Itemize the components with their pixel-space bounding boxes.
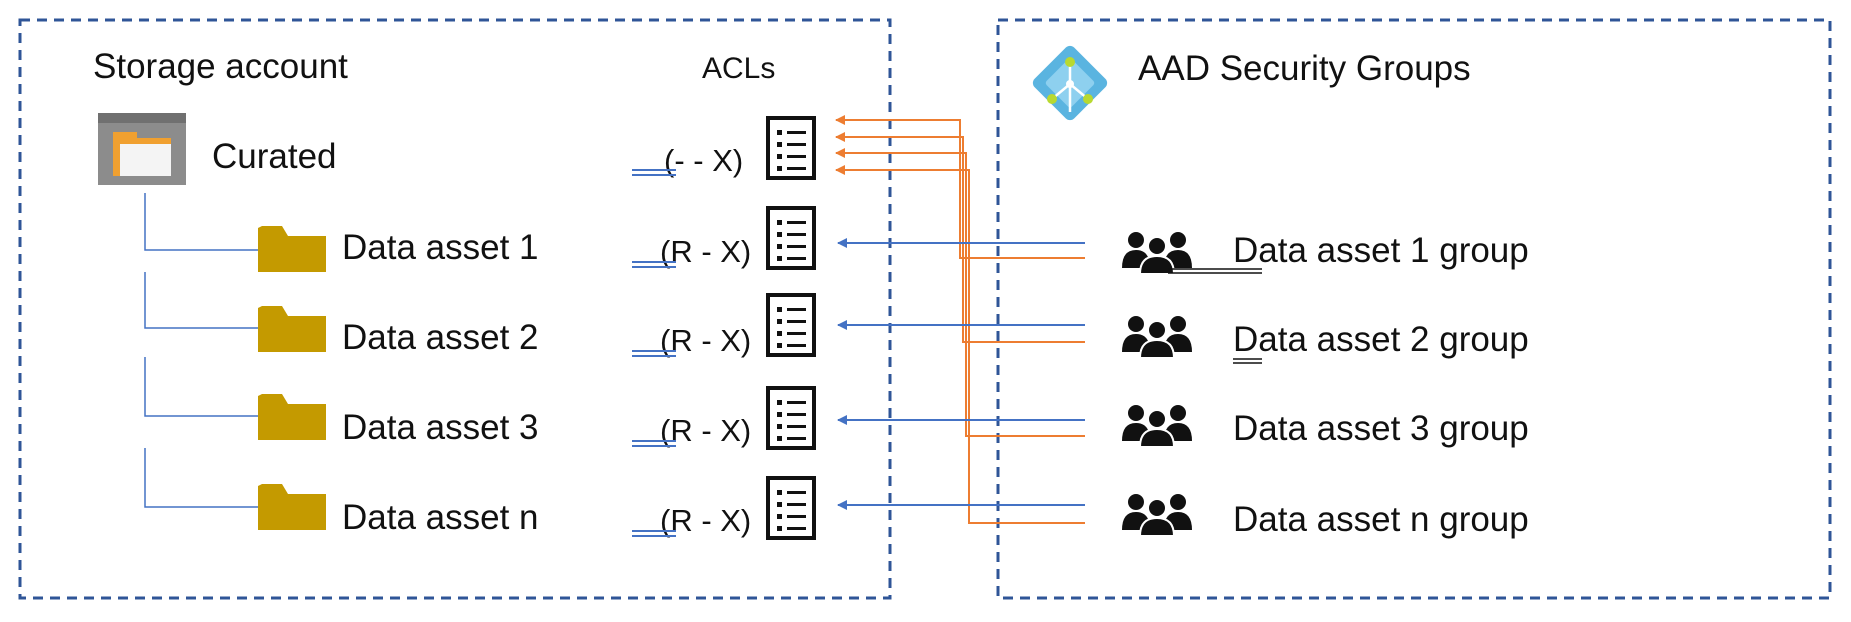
curated-folder-icon [98, 113, 186, 185]
data-asset-label: Data asset 3 [342, 408, 539, 447]
group-label: Data asset 3 group [1233, 409, 1529, 448]
acl-list-icon [766, 386, 816, 450]
curated-acl-list-icon [766, 116, 816, 180]
orange-connectors [835, 115, 1085, 524]
group-label: Data asset n group [1233, 500, 1529, 539]
curated-acl-text: (- - X) [664, 143, 743, 178]
data-asset-row: Data asset n (R - X) [258, 476, 816, 540]
aad-panel [996, 18, 1832, 600]
group-row: Data asset 3 group [1122, 405, 1529, 448]
aad-diamond-icon [1032, 45, 1108, 121]
tree-connectors [144, 193, 258, 508]
folder-icon [258, 306, 326, 352]
data-asset-acl-text: (R - X) [660, 503, 751, 538]
data-asset-row: Data asset 2 (R - X) [258, 293, 816, 358]
people-group-icon [1122, 232, 1192, 275]
group-row: Data asset 2 group [1122, 316, 1529, 359]
acls-header: ACLs [702, 52, 775, 85]
data-asset-acl-text: (R - X) [660, 413, 751, 448]
data-asset-label: Data asset 1 [342, 228, 539, 267]
folder-icon [258, 226, 326, 272]
group-underline-marks [1168, 268, 1262, 364]
group-label: Data asset 2 group [1233, 320, 1529, 359]
folder-icon [258, 394, 326, 440]
acl-list-icon [766, 206, 816, 270]
people-group-icon [1122, 405, 1192, 448]
storage-account-panel [18, 18, 892, 600]
data-asset-label: Data asset n [342, 498, 539, 537]
data-asset-acl-text: (R - X) [660, 323, 751, 358]
aad-title: AAD Security Groups [1138, 49, 1471, 88]
data-asset-acl-text: (R - X) [660, 234, 751, 269]
group-label: Data asset 1 group [1233, 231, 1529, 270]
data-asset-row: Data asset 3 (R - X) [258, 386, 816, 450]
acl-list-icon [766, 476, 816, 540]
people-group-icon [1122, 494, 1192, 537]
group-row: Data asset n group [1122, 494, 1529, 539]
folder-icon [258, 484, 326, 530]
storage-account-title: Storage account [93, 47, 348, 86]
acl-list-icon [766, 293, 816, 357]
people-group-icon [1122, 316, 1192, 359]
blue-connectors [837, 238, 1085, 510]
data-asset-label: Data asset 2 [342, 318, 539, 357]
curated-label: Curated [212, 137, 337, 176]
group-row: Data asset 1 group [1122, 231, 1529, 275]
data-asset-row: Data asset 1 (R - X) [258, 206, 816, 272]
